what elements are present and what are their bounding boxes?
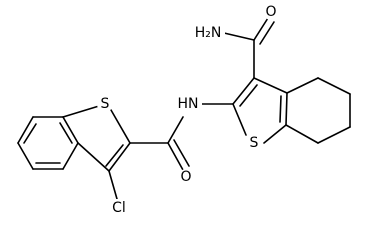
atom-s-thiophene: S <box>246 135 262 151</box>
bond <box>77 142 110 172</box>
bond <box>285 124 319 144</box>
bond <box>253 77 288 94</box>
bond <box>259 21 275 45</box>
atom-label-s: S <box>250 135 259 151</box>
bond <box>167 116 184 144</box>
bond <box>108 142 131 172</box>
atom-o-carboxamide: O <box>263 4 279 20</box>
atom-label-o: O <box>265 4 276 20</box>
bond <box>263 124 287 144</box>
bond <box>232 103 247 136</box>
bond <box>62 116 79 144</box>
bond <box>253 17 269 41</box>
bond <box>105 144 124 167</box>
atom-label-cl: Cl <box>112 200 126 216</box>
bond <box>317 77 351 95</box>
bond <box>223 32 255 41</box>
atom-nh2: H₂N <box>191 24 225 42</box>
bond <box>317 126 351 144</box>
atom-label-hn: HN <box>178 96 199 112</box>
bond <box>17 116 34 144</box>
atom-nh: HN <box>174 95 202 113</box>
bond <box>232 77 255 105</box>
bond <box>62 105 100 118</box>
atom-label-layer: S Cl O HN S O H₂N <box>97 4 279 217</box>
bond <box>279 95 282 123</box>
atom-cl: Cl <box>109 199 129 217</box>
bond <box>108 170 118 200</box>
atom-label-s: S <box>101 96 110 112</box>
bond <box>285 92 288 126</box>
bond <box>173 139 190 167</box>
bond-layer <box>17 17 351 200</box>
molecule-structure-diagram: S Cl O HN S O H₂N <box>17 4 351 217</box>
bond <box>110 109 131 144</box>
atom-label-o: O <box>180 169 191 185</box>
bond <box>23 123 37 144</box>
atom-o-amide: O <box>178 169 194 185</box>
atom-label-h2n: H₂N <box>195 25 222 41</box>
bond <box>62 142 79 170</box>
atom-s-benzothiophene: S <box>97 96 113 112</box>
bond <box>239 84 258 107</box>
bond <box>286 77 319 94</box>
bond <box>167 142 184 171</box>
bond <box>17 142 34 170</box>
bond <box>59 122 73 144</box>
